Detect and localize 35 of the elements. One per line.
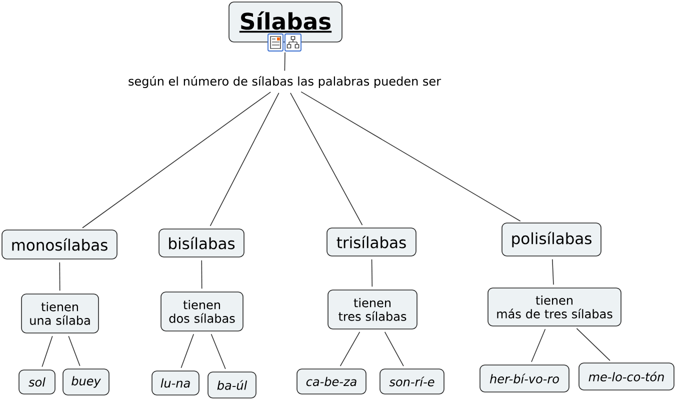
concept-box: tienen una sílaba [21, 294, 99, 334]
concept-box: tienen más de tres sílabas [488, 288, 622, 326]
connector-line [82, 92, 272, 228]
connector-line [180, 334, 194, 368]
example-box: her-bí-vo-ro [480, 364, 570, 392]
connector-line [210, 92, 280, 226]
connector-line [290, 92, 363, 226]
concept-box: polisílabas [502, 222, 602, 256]
connector-line [59, 262, 60, 292]
connector-line [531, 328, 546, 362]
connector-line [42, 336, 53, 368]
connector-line [300, 91, 521, 222]
concept-box: tienen dos sílabas [160, 292, 244, 332]
example-box: sol [18, 370, 56, 394]
example-box: buey [62, 368, 110, 396]
connector-line [371, 258, 373, 288]
concept-box: bisílabas [158, 228, 244, 258]
connector-line [284, 52, 286, 72]
connector-line [552, 258, 554, 286]
concept-box: monosílabas [2, 230, 118, 260]
connector-line [201, 260, 202, 290]
title-box: Sílabas [228, 2, 342, 42]
example-box: ba-úl [208, 372, 256, 398]
example-box: lu-na [152, 370, 200, 396]
example-box: ca-be-za [296, 368, 366, 394]
example-box: son-rí-e [380, 368, 444, 394]
concept-box: tienen tres sílabas [328, 290, 418, 330]
concept-box: trisílabas [326, 228, 416, 256]
connector-line [210, 334, 226, 370]
connector-line [68, 336, 80, 366]
linking-phrase: según el número de sílabas las palabras pueden ser [128, 76, 442, 88]
connector-line [576, 328, 610, 361]
connector-line [384, 332, 404, 366]
example-box: me-lo-co-tón [578, 362, 674, 390]
connector-line [340, 332, 360, 366]
